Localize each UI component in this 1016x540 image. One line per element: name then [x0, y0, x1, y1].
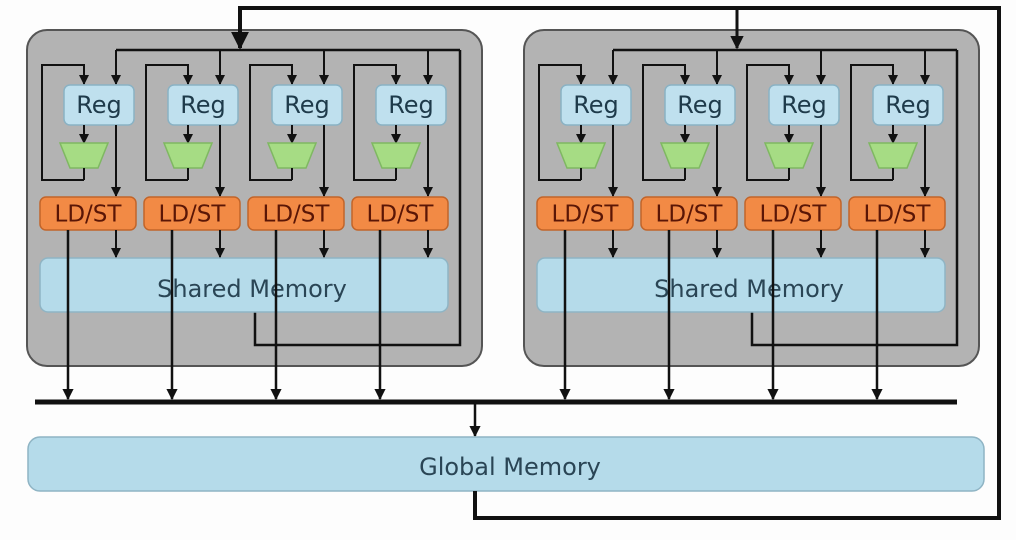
register-label: Reg	[388, 91, 434, 119]
ldst-unit-label: LD/ST	[656, 202, 724, 228]
shared-memory-label: Shared Memory	[157, 275, 347, 303]
ldst-unit-box	[247, 196, 345, 231]
ldst-unit-label: LD/ST	[263, 202, 331, 228]
shared-memory-box	[39, 257, 449, 313]
ldst-unit-label: LD/ST	[159, 202, 227, 228]
alu-shape	[58, 142, 110, 169]
shared-memory-label: Shared Memory	[654, 275, 844, 303]
register-box	[375, 84, 447, 126]
register-box	[664, 84, 736, 126]
ldst-unit-box	[536, 196, 634, 231]
alu-feedback-wire	[145, 64, 193, 181]
global-memory-return-wire	[231, 6, 1001, 520]
alu-shape	[763, 142, 815, 169]
register-label: Reg	[781, 91, 827, 119]
shared-memory-return-wire	[253, 50, 462, 347]
alu-shape	[162, 142, 214, 169]
ldst-unit-label: LD/ST	[367, 202, 435, 228]
register-label: Reg	[76, 91, 122, 119]
register-box	[271, 84, 343, 126]
ldst-unit-box	[744, 196, 842, 231]
ldst-unit-box	[39, 196, 137, 231]
register-box	[768, 84, 840, 126]
register-label: Reg	[677, 91, 723, 119]
alu-feedback-wire	[746, 64, 794, 181]
shared-memory-return-wire	[750, 50, 959, 347]
ldst-unit-box	[640, 196, 738, 231]
ldst-unit-label: LD/ST	[55, 202, 123, 228]
ldst-unit-box	[143, 196, 241, 231]
register-box	[560, 84, 632, 126]
register-label: Reg	[573, 91, 619, 119]
alu-feedback-wire	[642, 64, 690, 181]
sm-right: Shared MemoryRegLD/STRegLD/STRegLD/STReg…	[523, 29, 980, 401]
global-memory-box	[27, 436, 985, 492]
alu-feedback-wire	[353, 64, 401, 181]
alu-feedback-wire	[249, 64, 297, 181]
shared-memory-box	[536, 257, 946, 313]
register-label: Reg	[885, 91, 931, 119]
register-box	[167, 84, 239, 126]
ldst-unit-label: LD/ST	[864, 202, 932, 228]
alu-shape	[555, 142, 607, 169]
ldst-unit-label: LD/ST	[760, 202, 828, 228]
ldst-unit-box	[848, 196, 946, 231]
alu-feedback-wire	[538, 64, 586, 181]
register-box	[63, 84, 135, 126]
global-memory-label: Global Memory	[419, 453, 601, 481]
alu-feedback-wire	[41, 64, 89, 181]
register-label: Reg	[180, 91, 226, 119]
sm-left: Shared MemoryRegLD/STRegLD/STRegLD/STReg…	[26, 29, 483, 401]
alu-shape	[867, 142, 919, 169]
register-label: Reg	[284, 91, 330, 119]
alu-feedback-wire	[850, 64, 898, 181]
register-box	[872, 84, 944, 126]
alu-shape	[370, 142, 422, 169]
ldst-unit-box	[351, 196, 449, 231]
alu-shape	[659, 142, 711, 169]
ldst-unit-label: LD/ST	[552, 202, 620, 228]
alu-shape	[266, 142, 318, 169]
